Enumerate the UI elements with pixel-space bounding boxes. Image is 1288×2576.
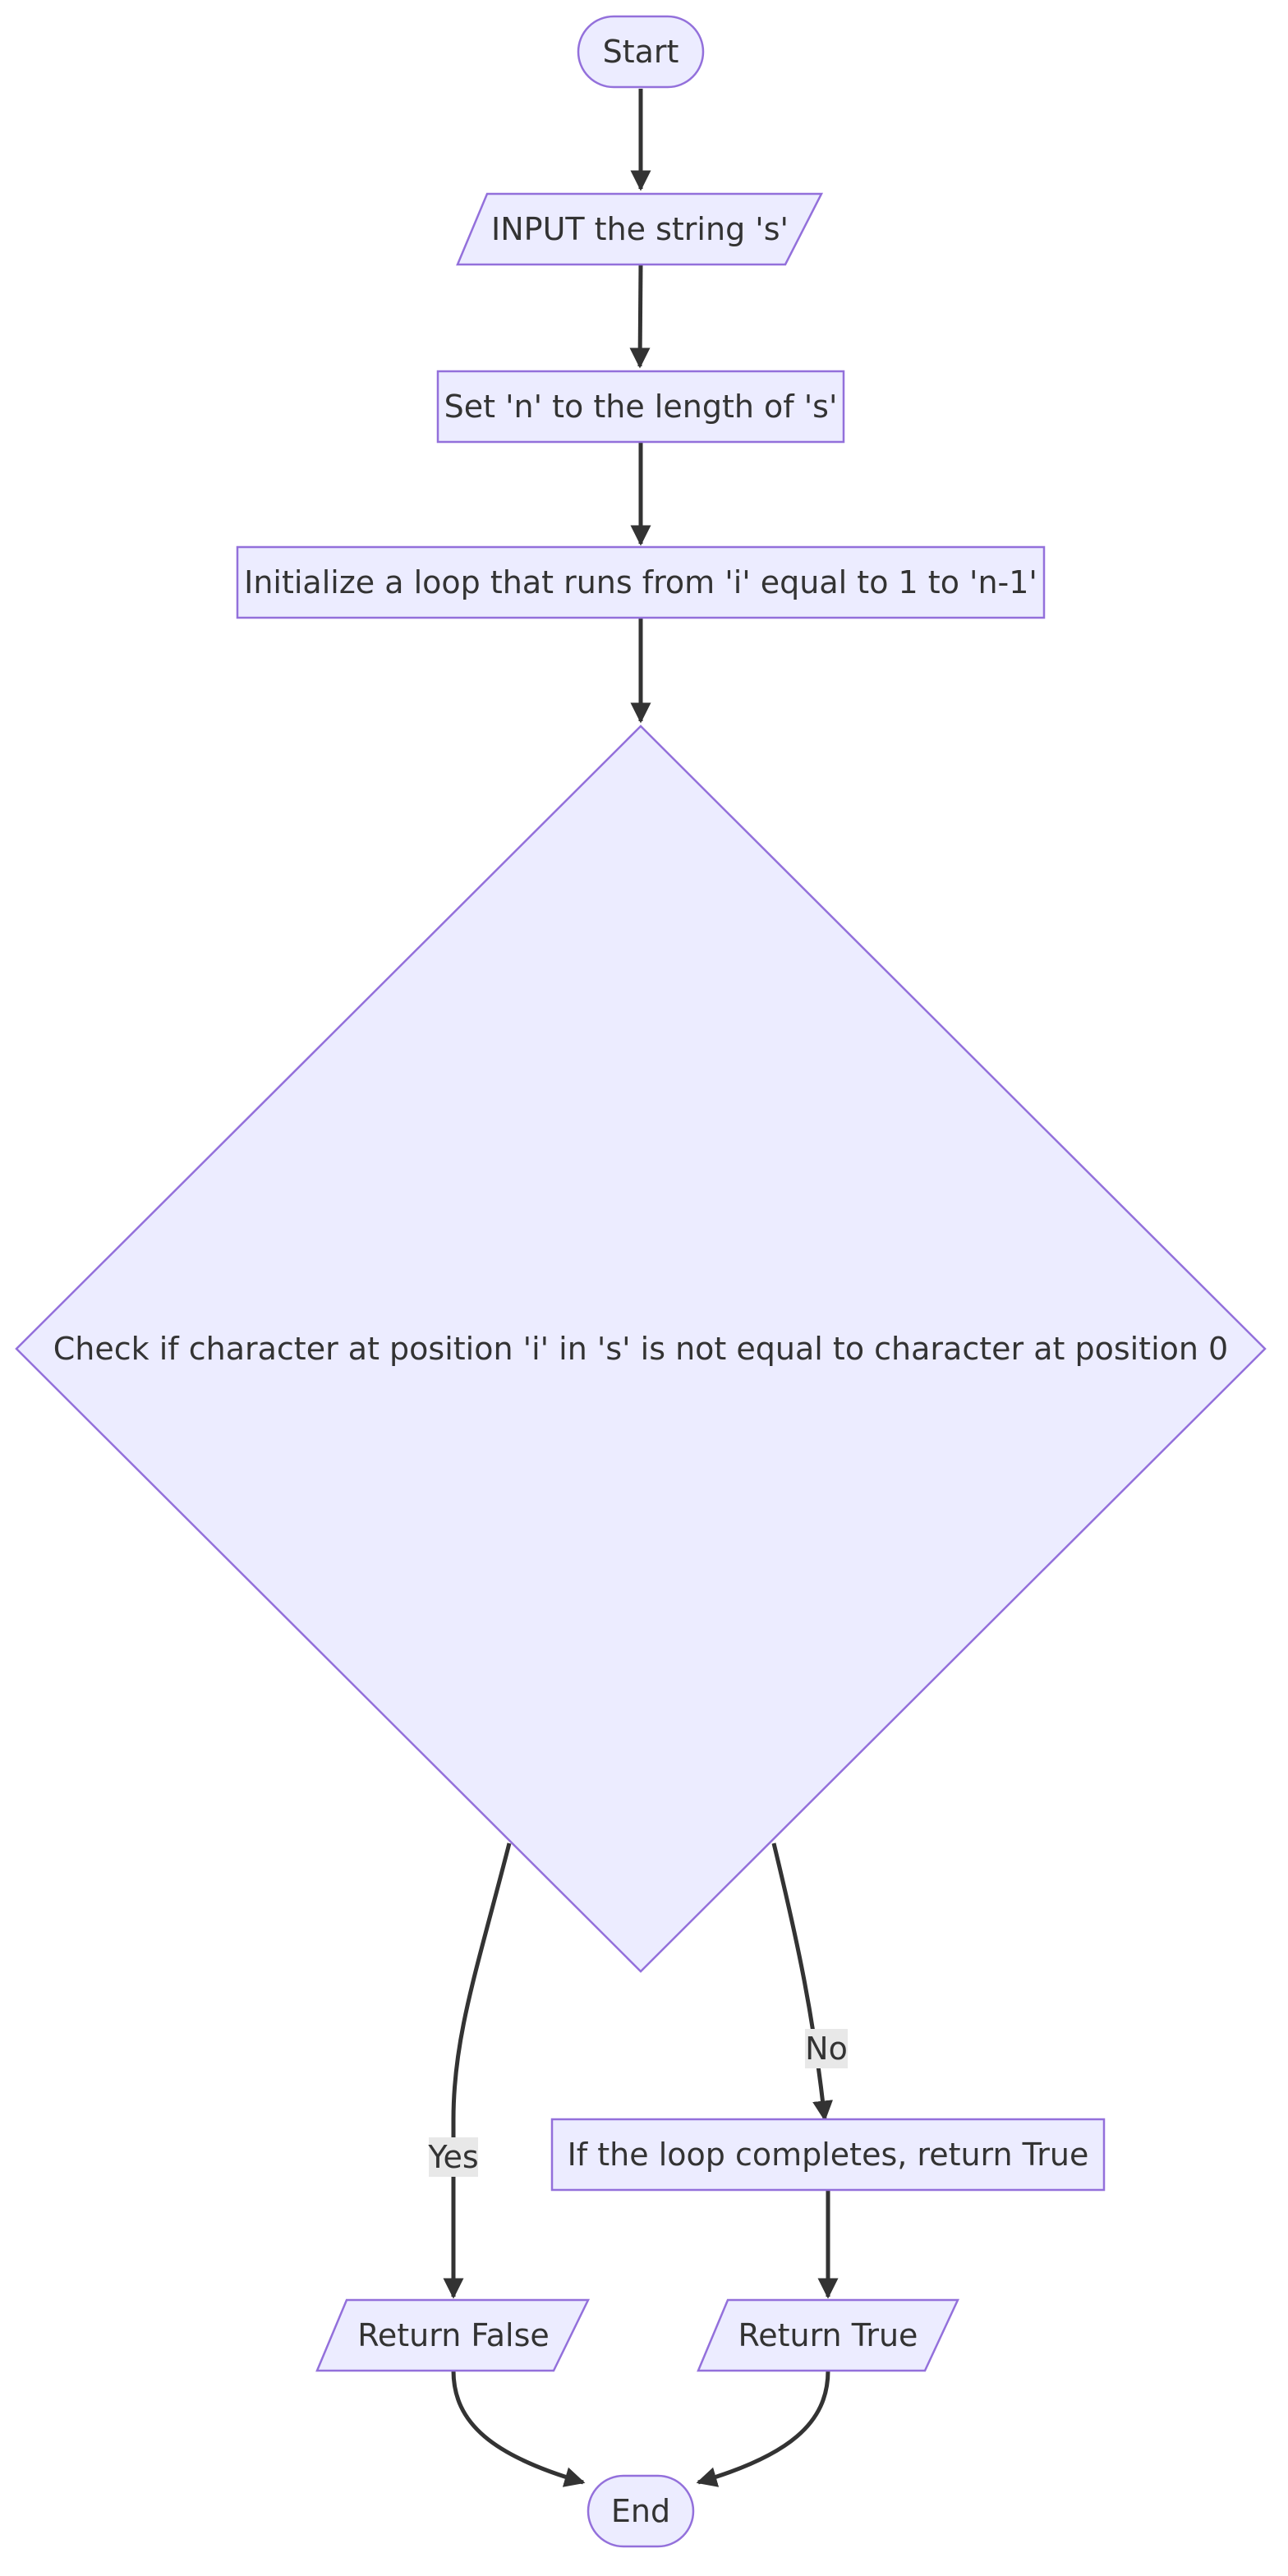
- edge-check-to-loop-complete: [771, 1842, 834, 2122]
- edge-return-true-to-end: [696, 2370, 830, 2487]
- svg-text:Start: Start: [603, 34, 679, 70]
- start-node[interactable]: Start: [577, 15, 705, 89]
- svg-text:Yes: Yes: [427, 2139, 478, 2175]
- svg-text:Return False: Return False: [357, 2317, 550, 2353]
- return-true-node[interactable]: Return True: [697, 2298, 959, 2372]
- edge-check-to-return-false: [443, 1842, 512, 2299]
- edge-label-no: No: [805, 2029, 848, 2068]
- svg-text:No: No: [805, 2031, 848, 2067]
- svg-text:Return True: Return True: [738, 2317, 918, 2353]
- edge-input-to-set-n: [629, 264, 651, 369]
- set-n-node[interactable]: Set 'n' to the length of 's': [436, 370, 845, 444]
- return-false-node[interactable]: Return False: [315, 2298, 591, 2372]
- svg-text:Initialize a loop that runs fr: Initialize a loop that runs from 'i' equ…: [244, 564, 1037, 600]
- end-node[interactable]: End: [586, 2474, 695, 2548]
- svg-text:If the loop completes, return: If the loop completes, return True: [568, 2137, 1089, 2173]
- edge-label-yes: Yes: [427, 2137, 479, 2177]
- svg-text:Set 'n' to the length of 's': Set 'n' to the length of 's': [444, 389, 838, 425]
- svg-text:INPUT the string 's': INPUT the string 's': [491, 211, 789, 247]
- check-decision-node[interactable]: Check if character at position 'i' in 's…: [15, 724, 1267, 1973]
- input-node[interactable]: INPUT the string 's': [456, 192, 824, 266]
- loop-init-node[interactable]: Initialize a loop that runs from 'i' equ…: [236, 545, 1046, 619]
- svg-text:End: End: [611, 2493, 670, 2529]
- loop-complete-node[interactable]: If the loop completes, return True: [550, 2118, 1106, 2192]
- svg-text:Check if character at position: Check if character at position 'i' in 's…: [53, 1331, 1228, 1367]
- edge-return-false-to-end: [451, 2370, 586, 2487]
